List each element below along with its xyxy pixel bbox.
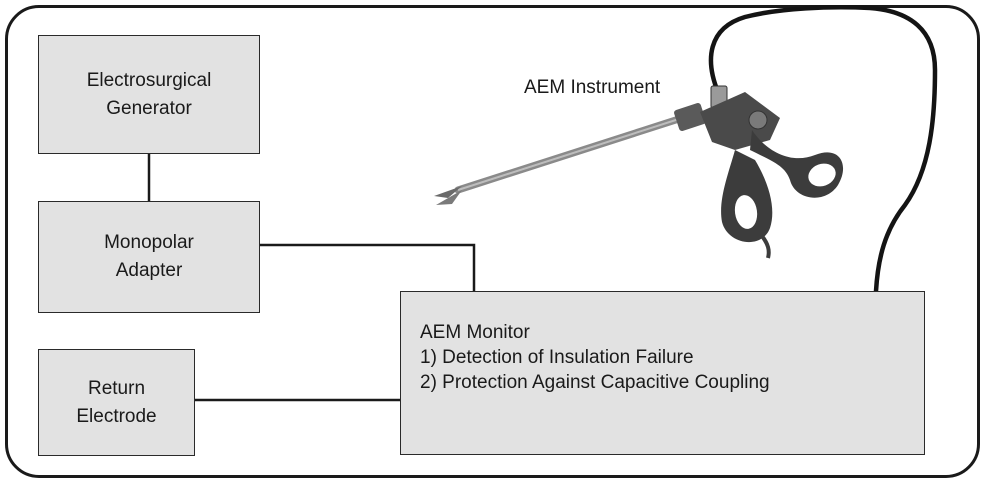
instrument-cable xyxy=(708,5,938,294)
return-label-line2: Electrode xyxy=(76,405,157,427)
return-label-line1: Return xyxy=(87,377,146,399)
monitor-title: AEM Monitor xyxy=(420,322,530,343)
monitor-feature-2: 2) Protection Against Capacitive Couplin… xyxy=(420,372,770,393)
electrosurgical-generator-box: Electrosurgical Generator xyxy=(38,35,260,154)
diagram-frame xyxy=(5,5,980,478)
adapter-label-line2: Adapter xyxy=(115,260,183,281)
generator-label-line1: Electrosurgical xyxy=(86,69,212,91)
monopolar-adapter-box: Monopolar Adapter xyxy=(38,201,260,313)
aem-monitor-box: AEM Monitor 1) Detection of Insulation F… xyxy=(400,291,925,455)
return-electrode-box: Return Electrode xyxy=(38,349,195,456)
generator-label-line2: Generator xyxy=(106,97,192,119)
instrument-label: AEM Instrument xyxy=(524,77,661,98)
monitor-feature-1: 1) Detection of Insulation Failure xyxy=(420,347,694,368)
connector-adapter-monitor xyxy=(260,243,476,291)
adapter-label-line1: Monopolar xyxy=(104,232,194,253)
instrument-illustration xyxy=(434,85,844,259)
